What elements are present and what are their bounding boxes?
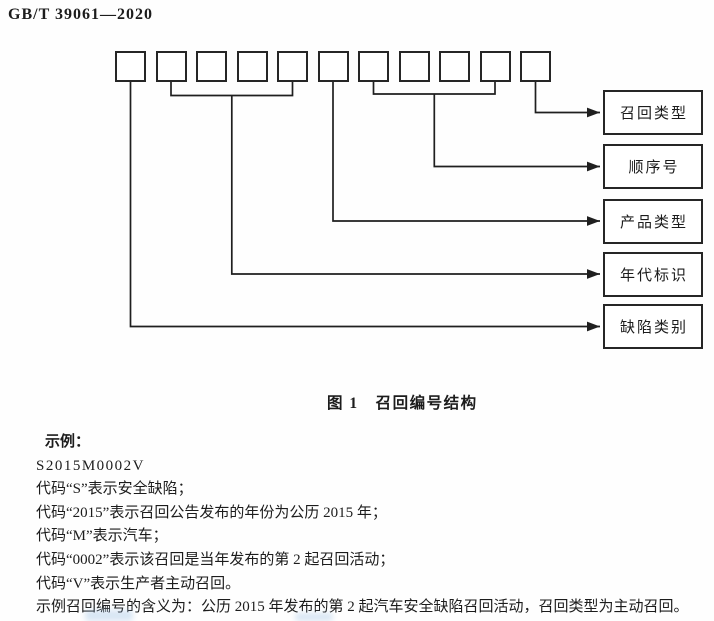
example-code: S2015M0002V [36,457,146,474]
label-sequence-number: 顺序号 [628,160,680,176]
code-char-box-6 [317,51,349,82]
code-char-box-1 [115,51,146,82]
example-heading: 示例： [45,434,91,450]
example-line-0002: 代码“0002”表示该召回是当年发布的第 2 起召回活动； [36,551,395,568]
code-char-box-9 [439,51,470,82]
example-line-summary: 示例召回编号的含义为：公历 2015 年发布的第 2 起汽车安全缺陷召回活动，召… [36,599,689,616]
bracket-year-id [170,81,294,97]
code-char-box-7 [358,51,389,82]
connector-defect-category [129,81,600,332]
connector-sequence-number [433,94,600,172]
recall-code-structure-diagram: 召回类型 顺序号 产品类型 年代标识 缺陷类别 [115,51,703,349]
label-box-sequence-number: 顺序号 [603,144,703,189]
figure-caption: 图 1 召回编号结构 [327,395,478,412]
label-defect-category: 缺陷类别 [619,320,688,336]
label-box-defect-category: 缺陷类别 [603,304,703,349]
label-recall-type: 召回类型 [619,106,688,122]
example-line-v: 代码“V”表示生产者主动召回。 [36,575,241,592]
example-block: 示例： S2015M0002V 代码“S”表示安全缺陷； 代码“2015”表示召… [36,431,714,620]
example-line-s: 代码“S”表示安全缺陷； [36,481,193,498]
label-year-id: 年代标识 [619,267,688,284]
label-box-recall-type: 召回类型 [603,90,703,135]
label-box-year-id: 年代标识 [603,251,703,297]
code-char-box-3 [196,51,227,82]
label-box-product-type: 产品类型 [603,198,703,244]
code-char-box-10 [479,51,511,82]
connector-recall-type [534,81,600,118]
connector-lines [129,81,600,332]
code-char-box-4 [236,51,268,82]
connector-product-type [332,81,600,226]
bracket-sequence-number [372,81,496,95]
code-char-box-5 [277,51,308,82]
example-line-m: 代码“M”表示汽车； [36,528,168,545]
code-char-box-11 [520,51,551,82]
connector-year-id [230,95,600,279]
standard-number: GB/T 39061—2020 [8,6,153,23]
label-product-type: 产品类型 [619,214,688,231]
code-char-box-2 [155,51,187,82]
code-char-box-8 [398,51,430,82]
example-line-2015: 代码“2015”表示召回公告发布的年份为公历 2015 年； [36,504,387,521]
